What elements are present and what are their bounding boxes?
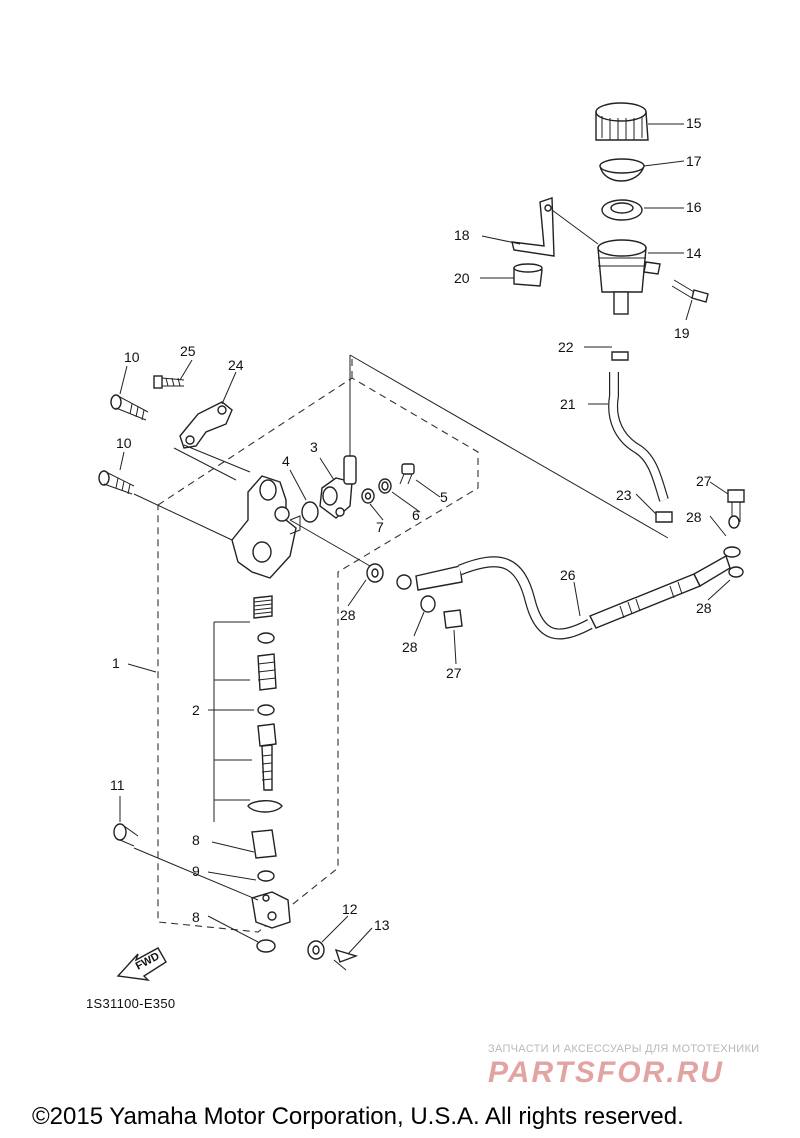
callout-25: 25 <box>180 343 196 359</box>
diagram-code: 1S31100-E350 <box>86 996 176 1011</box>
callout-15: 15 <box>686 115 702 131</box>
callout-8-upper: 8 <box>192 832 200 848</box>
copyright-notice: ©2015 Yamaha Motor Corporation, U.S.A. A… <box>32 1103 684 1130</box>
callout-9: 9 <box>192 863 200 879</box>
master-cylinder-body <box>231 475 301 579</box>
bolt-19 <box>671 279 709 303</box>
callout-2: 2 <box>192 702 200 718</box>
nut-8-lower <box>256 939 276 953</box>
bolt-10-upper <box>110 394 149 421</box>
callout-23: 23 <box>616 487 632 503</box>
bolt-5 <box>399 463 415 485</box>
washer-28-body <box>366 563 384 583</box>
clevis <box>251 891 291 929</box>
washer-12 <box>307 940 325 960</box>
callout-24: 24 <box>228 357 244 373</box>
callout-17: 17 <box>686 153 702 169</box>
banjo-bolt-upper <box>723 489 745 578</box>
callout-16: 16 <box>686 199 702 215</box>
reservoir-bracket <box>511 197 555 257</box>
reservoir-cap <box>595 102 649 141</box>
nut-8-upper <box>251 829 277 882</box>
callout-14: 14 <box>686 245 702 261</box>
banjo-bolt-lower <box>420 595 463 629</box>
callout-26: 26 <box>560 567 576 583</box>
callout-20: 20 <box>454 270 470 286</box>
callout-27-upper: 27 <box>696 473 712 489</box>
callout-19: 19 <box>674 325 690 341</box>
watermark-tagline: ЗАПЧАСТИ И АКСЕССУАРЫ ДЛЯ МОТОТЕХНИКИ <box>488 1043 760 1055</box>
callout-28-body: 28 <box>340 607 356 623</box>
reservoir-hose <box>608 351 673 523</box>
callout-8-lower: 8 <box>192 909 200 925</box>
callout-13: 13 <box>374 917 390 933</box>
callout-7: 7 <box>376 519 384 535</box>
brake-hose <box>396 554 731 640</box>
callout-12: 12 <box>342 901 358 917</box>
callout-28-upper: 28 <box>686 509 702 525</box>
callout-10-lower: 10 <box>116 435 132 451</box>
fwd-arrow: FWD <box>116 947 167 981</box>
leader-lines <box>119 123 731 955</box>
bolt-10-lower <box>98 470 135 495</box>
o-ring <box>301 501 319 523</box>
callout-5: 5 <box>440 489 448 505</box>
callout-22: 22 <box>558 339 574 355</box>
cotter-pin <box>333 948 359 971</box>
grommet <box>513 263 543 287</box>
callout-labels: 1 2 3 4 5 6 7 8 8 9 10 10 11 12 13 14 15… <box>110 115 712 933</box>
reservoir-tank <box>597 239 661 315</box>
watermark-logo: PARTSFOR.RU <box>488 1056 724 1089</box>
diaphragm <box>601 199 643 221</box>
callout-6: 6 <box>412 507 420 523</box>
callout-4: 4 <box>282 453 290 469</box>
callout-21: 21 <box>560 396 576 412</box>
callout-10-upper: 10 <box>124 349 140 365</box>
union-fitting <box>319 455 357 519</box>
callout-27-lower: 27 <box>446 665 462 681</box>
washer-7 <box>361 488 375 504</box>
piston-kit <box>213 595 283 822</box>
callout-28-right: 28 <box>696 600 712 616</box>
washer-6 <box>378 478 392 494</box>
mount-bracket <box>179 401 233 449</box>
bolt-25 <box>153 375 185 389</box>
callout-11: 11 <box>110 777 125 793</box>
diaphragm-plate <box>599 158 645 182</box>
callout-18: 18 <box>454 227 470 243</box>
callout-28-lower: 28 <box>402 639 418 655</box>
pin-11 <box>113 823 259 901</box>
callout-1: 1 <box>112 655 120 671</box>
callout-3: 3 <box>310 439 318 455</box>
assembly-outline <box>157 354 669 933</box>
